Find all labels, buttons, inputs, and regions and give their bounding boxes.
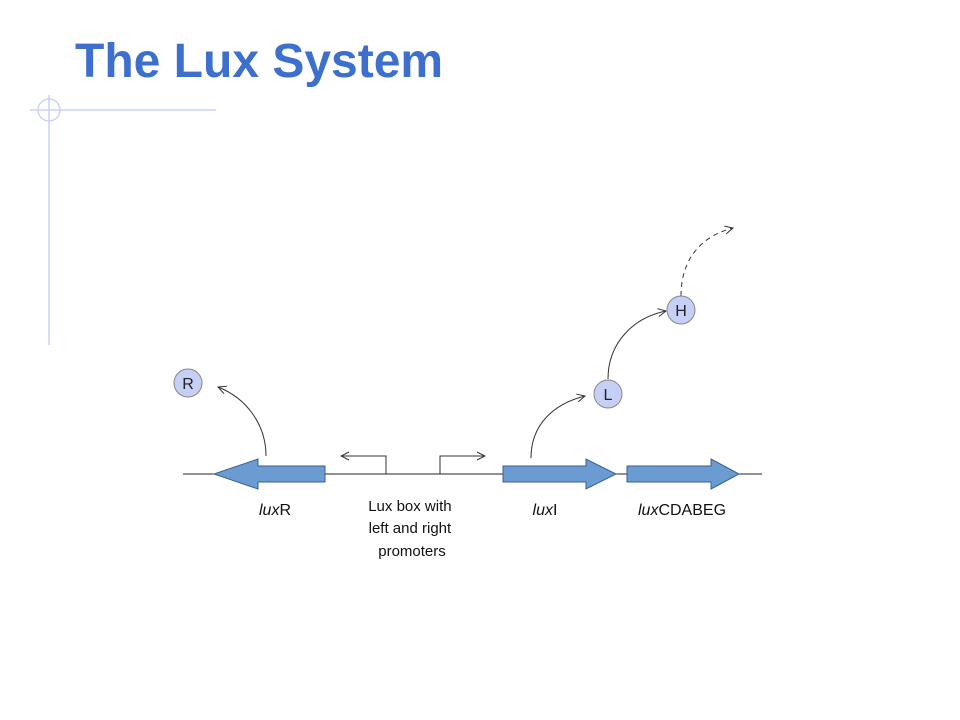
- luxR-label-italic: lux: [259, 502, 280, 519]
- lux-box-line-2: left and right: [369, 520, 452, 537]
- luxI-gene-arrow: [502, 458, 618, 490]
- luxI-label: luxI: [533, 502, 558, 519]
- protein-R-node: R: [173, 368, 203, 398]
- luxCDABEG-label-plain: CDABEG: [658, 502, 726, 519]
- luxCDABEG-label: luxCDABEG: [638, 502, 726, 519]
- luxI-label-plain: I: [553, 502, 557, 519]
- luxR-gene-arrow: [212, 458, 326, 490]
- autoinducer-H-node: H: [666, 295, 696, 325]
- right-promoter-arrow: [439, 456, 485, 474]
- luxR-expression-arrow: [218, 387, 267, 457]
- H-dashed-export-arrow: [680, 228, 733, 297]
- lux-box-label: Lux box with left and right promoters: [368, 498, 456, 560]
- deco-circle: [37, 98, 61, 122]
- luxI-label-italic: lux: [533, 502, 554, 519]
- luxR-label-plain: R: [279, 502, 291, 519]
- lux-box-line-3: promoters: [378, 543, 446, 560]
- autoinducer-H-label: H: [675, 303, 687, 320]
- autoinducer-L-label: L: [604, 387, 613, 404]
- luxI-expression-arrow: [530, 396, 585, 459]
- luxR-label: luxR: [259, 502, 291, 519]
- protein-R-label: R: [182, 376, 194, 393]
- left-promoter-arrow: [341, 456, 387, 474]
- L-to-H-arrow: [607, 311, 666, 380]
- luxCDABEG-gene-arrow: [626, 458, 741, 490]
- lux-box-line-1: Lux box with: [368, 498, 451, 515]
- luxCDABEG-label-italic: lux: [638, 502, 659, 519]
- slide-title: The Lux System: [75, 35, 444, 88]
- autoinducer-L-node: L: [593, 379, 623, 409]
